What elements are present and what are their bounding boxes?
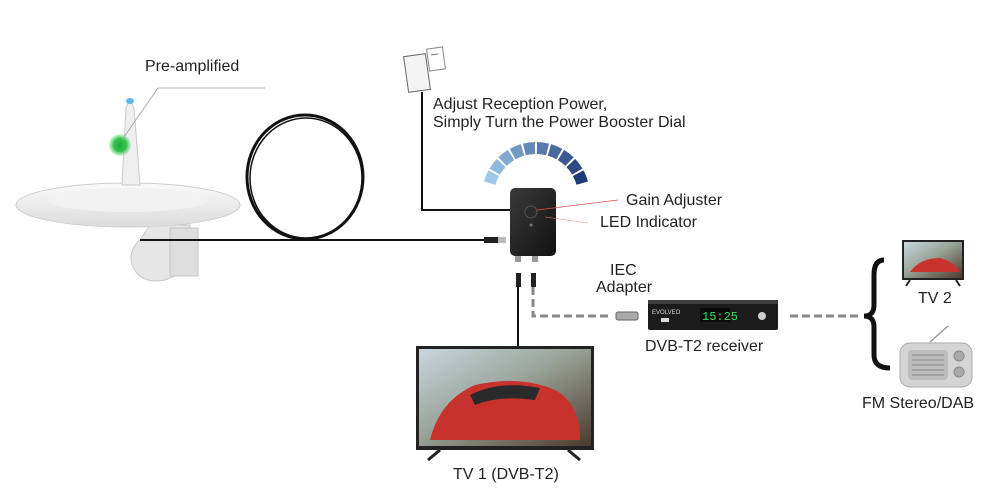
fm-radio [899,325,973,388]
tv2 [902,240,964,287]
antenna [15,87,265,282]
dial-segment [547,144,563,160]
dial-segment [498,149,515,166]
power-cable [421,92,512,211]
led-indicator-label: LED Indicator [600,214,697,231]
dvb-t2-receiver [648,300,778,330]
receiver-clock: 15:25 [702,310,738,324]
led-indicator [529,223,533,227]
power-adapter [403,46,447,93]
power-booster-dial [483,142,589,185]
tv1 [416,346,594,462]
receiver-brand: EVOLVEO [652,310,681,316]
tv2-label: TV 2 [918,290,952,307]
iec-adapter [615,311,639,321]
tv1-label: TV 1 (DVB-T2) [453,466,559,483]
radio-label: FM Stereo/DAB [862,395,975,412]
dial-segment [522,142,536,156]
dial-segment [483,170,500,185]
pre-amplified-label: Pre-amplified [145,58,240,75]
dial-segment [509,144,525,160]
iec-label-line2: Adapter [596,279,653,296]
wall-mount-plate [169,227,199,277]
receiver-dashed-cable [531,287,612,318]
adjust-power-label-line1: Adjust Reception Power, [433,96,608,113]
dial-segment [489,158,506,175]
dial-segment [572,170,589,185]
splitter-cable [863,257,891,371]
dial-segment [557,149,574,166]
gain-adjuster-label: Gain Adjuster [626,192,723,209]
receiver-label: DVB-T2 receiver [645,338,764,355]
dial-segment [536,142,550,156]
gain-adjuster-knob [524,205,538,219]
pre-amp-led [109,134,131,156]
iec-label-line1: IEC [610,262,637,279]
adjust-power-label-line2: Simply Turn the Power Booster Dial [433,114,686,131]
dial-segment [566,158,583,175]
booster-box [510,188,556,256]
